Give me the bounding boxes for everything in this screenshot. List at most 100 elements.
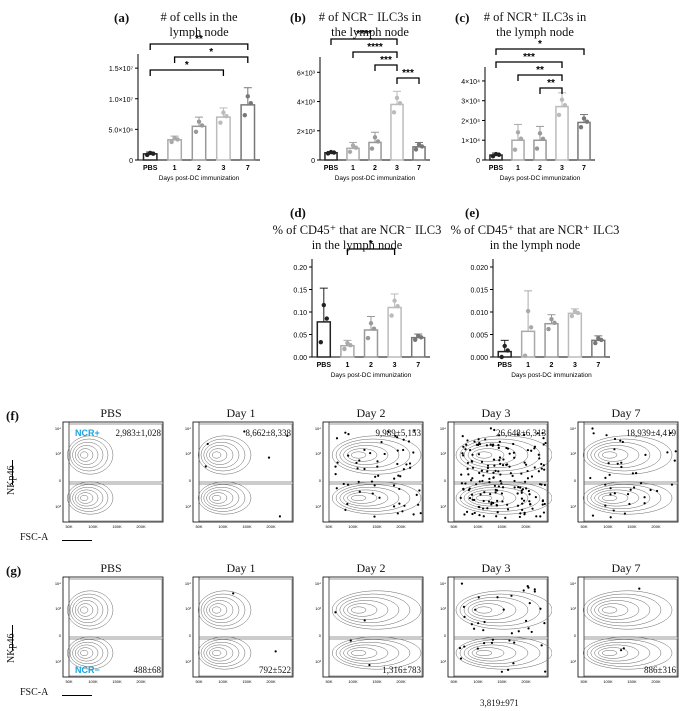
contour-line <box>203 441 240 469</box>
contour-line <box>72 641 104 665</box>
significance-label: *** <box>380 55 392 66</box>
contour-line <box>347 603 378 617</box>
outlier-dot <box>347 454 350 457</box>
outlier-dot <box>370 480 374 483</box>
bar <box>316 321 332 358</box>
contour-line <box>467 600 517 620</box>
outlier-dot <box>531 507 534 510</box>
contour-line <box>69 593 109 627</box>
outlier-dot <box>616 462 619 465</box>
contour-line <box>594 445 640 465</box>
outlier-dot <box>525 487 528 490</box>
outlier-dot <box>478 471 481 475</box>
outlier-dot <box>412 513 415 516</box>
data-point <box>151 151 156 156</box>
outlier-dot <box>655 489 659 493</box>
x-tick-label: 200K <box>651 679 661 684</box>
y-tick-label: 0.05 <box>293 333 307 340</box>
contour-line <box>586 438 662 472</box>
contour-line <box>211 451 222 459</box>
contour-line <box>203 486 240 510</box>
outlier-dot <box>524 619 528 622</box>
flow-panel-title: Day 2 <box>356 561 386 575</box>
contour-line <box>598 492 629 504</box>
contour-line <box>209 492 228 504</box>
x-tick-label: 100K <box>348 679 358 684</box>
outlier-dot <box>405 463 408 466</box>
outlier-dot <box>620 465 623 469</box>
outlier-dot <box>509 472 512 475</box>
outlier-dot <box>609 516 612 519</box>
plot-frame <box>62 421 164 523</box>
data-point <box>502 343 507 349</box>
data-point <box>559 97 565 102</box>
outlier-dot <box>476 647 479 650</box>
outlier-dot <box>621 440 624 444</box>
outlier-dot <box>499 473 502 476</box>
contour-line <box>67 435 114 475</box>
x-tick-label: 3 <box>393 362 397 369</box>
outlier-dot <box>349 639 352 642</box>
y-tick-label: 0 <box>319 478 322 483</box>
outlier-dot <box>459 657 463 660</box>
outlier-dot <box>477 622 480 625</box>
outlier-dot <box>369 452 372 455</box>
outlier-dot <box>613 437 617 441</box>
y-tick-label: -10³ <box>440 504 447 509</box>
outlier-dot <box>489 493 492 496</box>
outlier-dot <box>472 627 476 630</box>
outlier-dot <box>402 468 405 471</box>
outlier-dot <box>519 486 522 489</box>
contour-line <box>331 481 422 515</box>
data-point <box>169 139 174 145</box>
outlier-dot <box>496 510 499 514</box>
outlier-dot <box>622 647 625 650</box>
x-tick-label: 7 <box>582 165 586 172</box>
x-tick-label: 200K <box>266 679 276 684</box>
contour-line <box>80 495 89 501</box>
significance-label: * <box>369 239 373 250</box>
x-tick-label: 1 <box>173 165 177 172</box>
x-tick-label: 50K <box>65 679 72 684</box>
data-point <box>584 119 590 124</box>
significance-label: * <box>209 47 213 58</box>
flow-panel-title: Day 1 <box>226 561 256 575</box>
contour-line <box>590 441 651 469</box>
outlier-dot <box>477 438 480 441</box>
data-point <box>218 120 223 125</box>
outlier-dot <box>543 622 546 625</box>
y-tick-label: 2×10³ <box>297 129 316 136</box>
outlier-dot <box>403 504 406 507</box>
contour-line <box>594 600 640 620</box>
outlier-dot <box>477 505 480 509</box>
outlier-dot <box>460 582 464 585</box>
outlier-dot <box>604 483 607 486</box>
outlier-dot <box>511 474 514 477</box>
x-tick-label: 200K <box>396 679 406 684</box>
contour-line <box>343 600 389 620</box>
outlier-dot <box>492 458 496 461</box>
flow-panel-title: PBS <box>100 561 122 575</box>
outlier-dot <box>492 471 495 474</box>
outlier-dot <box>336 461 339 464</box>
outlier-dot <box>492 443 495 446</box>
outlier-dot <box>516 492 519 495</box>
data-point <box>196 119 202 124</box>
y-tick-label: 10³ <box>570 451 576 456</box>
outlier-dot <box>501 486 505 489</box>
data-point <box>505 348 510 353</box>
x-tick-label: 3 <box>395 165 399 172</box>
x-tick-label: 150K <box>242 524 252 529</box>
outlier-dot <box>461 435 464 438</box>
significance-label: * <box>185 60 189 71</box>
outlier-dot <box>623 512 627 515</box>
x-tick-label: 200K <box>136 524 146 529</box>
outlier-dot <box>463 645 466 648</box>
outlier-dot <box>415 493 418 496</box>
outlier-dot <box>608 473 611 476</box>
outlier-dot <box>482 507 485 510</box>
outlier-dot <box>591 514 595 517</box>
